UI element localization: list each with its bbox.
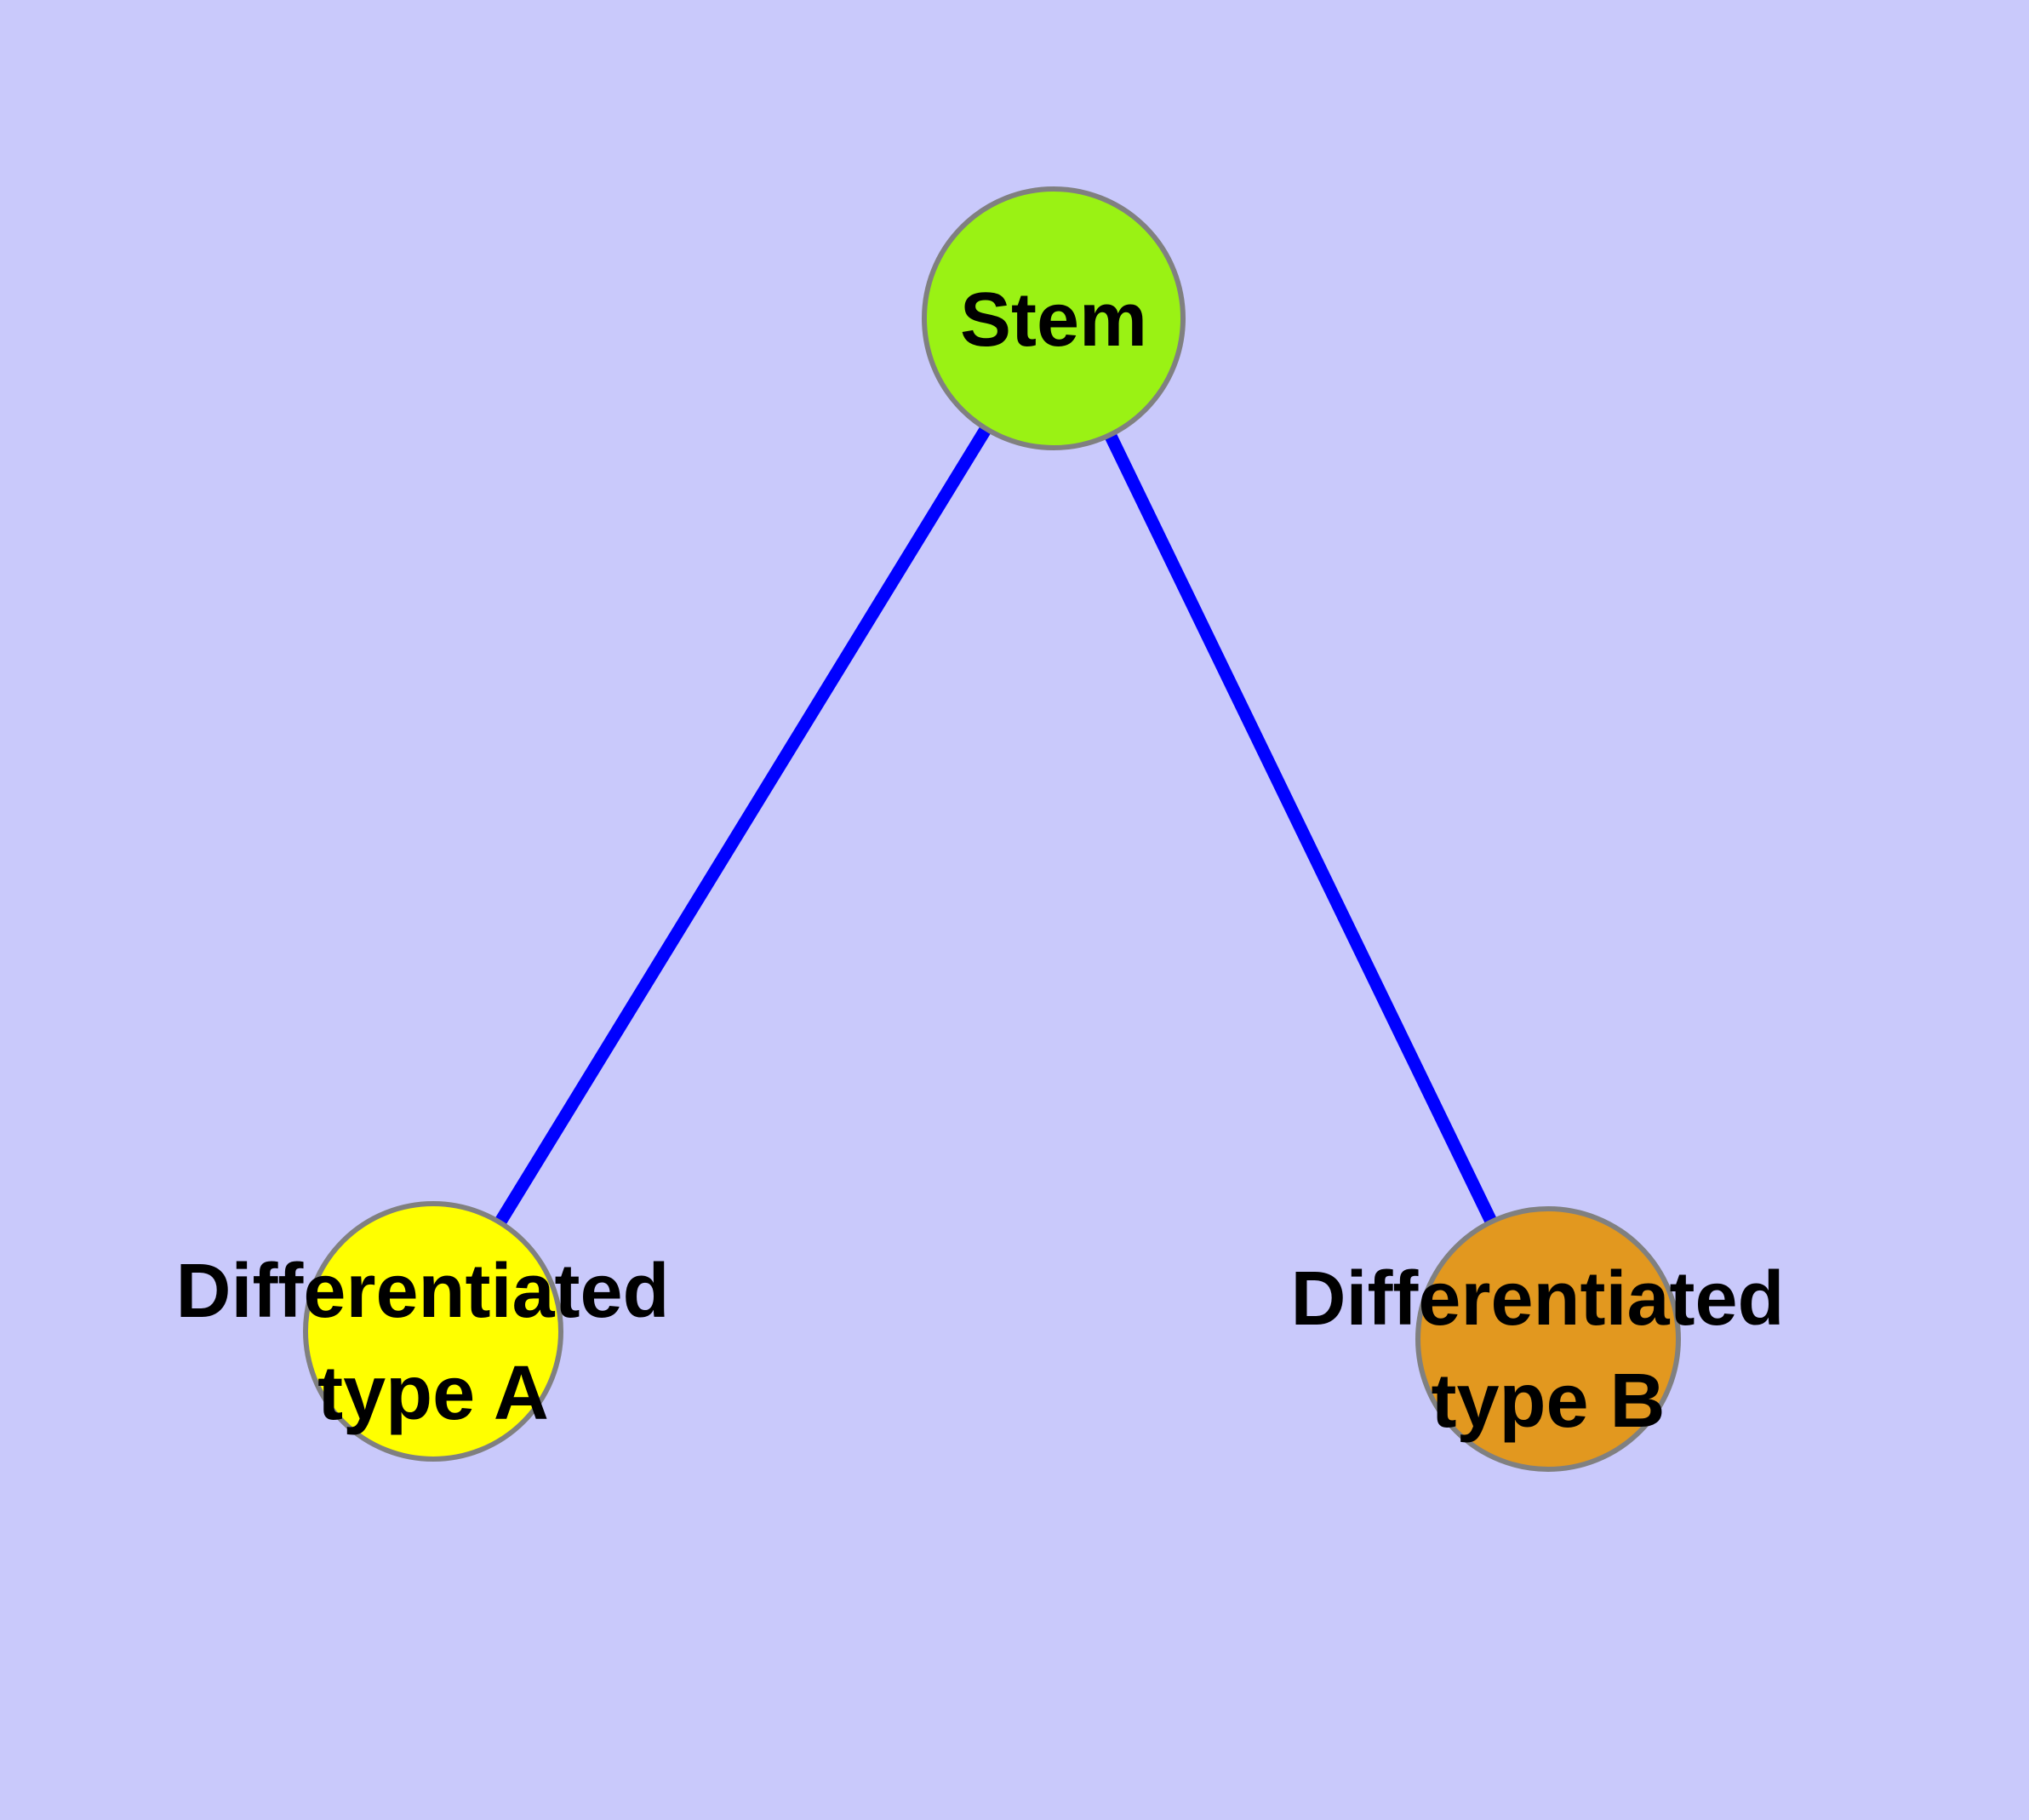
node-type-b-label-line1: Differentiated bbox=[1290, 1256, 1784, 1342]
node-stem: Stem bbox=[922, 186, 1186, 450]
node-stem-label: Stem bbox=[960, 278, 1147, 363]
node-stem-circle bbox=[922, 186, 1186, 450]
node-type-a: Differentiated type A bbox=[175, 1201, 690, 1462]
node-type-a-circle bbox=[303, 1201, 563, 1462]
node-type-b: Differentiated type B bbox=[1290, 1206, 1805, 1472]
node-type-b-circle bbox=[1415, 1206, 1681, 1472]
edge-stem-to-type-a bbox=[427, 315, 1060, 1335]
node-type-b-label-line2: type B bbox=[1431, 1359, 1665, 1444]
node-type-b-label: Differentiated type B bbox=[1290, 1256, 1805, 1444]
edge-stem-to-type-b bbox=[1048, 315, 1554, 1342]
node-type-a-label-line2: type A bbox=[317, 1351, 549, 1436]
node-type-a-label-line1: Differentiated bbox=[175, 1249, 669, 1334]
node-type-a-label: Differentiated type A bbox=[175, 1249, 690, 1436]
